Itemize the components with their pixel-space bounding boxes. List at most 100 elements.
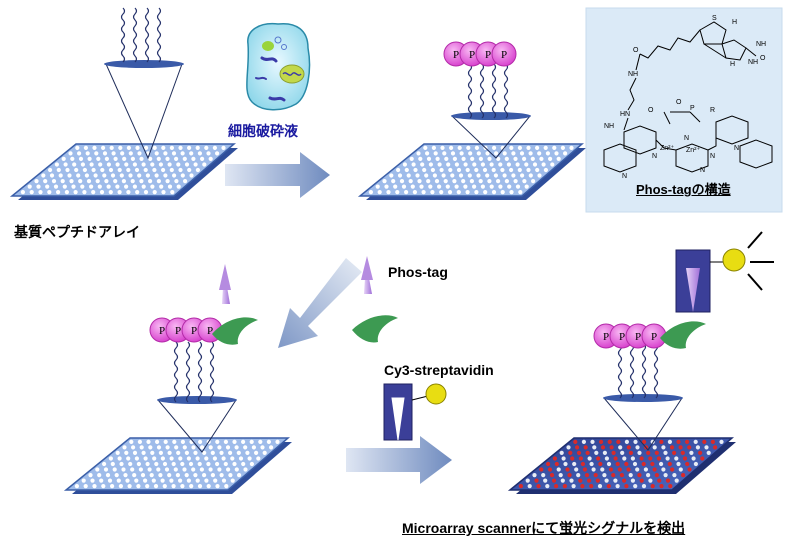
array-spot [132,473,137,478]
signal-spot [630,478,636,483]
array-spot [413,167,418,173]
array-spot [38,190,43,195]
array-spot [420,162,425,167]
array-spot [94,151,99,156]
array-spot [230,456,235,461]
signal-spot [650,484,655,489]
svg-text:N: N [710,153,715,160]
array-spot [200,445,205,450]
phospho-letter: P [651,331,657,343]
array-spot [509,145,514,150]
array-spot [135,190,140,195]
array-spot [241,439,246,444]
array-spot [539,156,544,161]
array-spot [56,167,61,173]
array-spot [113,156,118,161]
array-spot [167,450,172,455]
array-spot [461,179,466,184]
signal-spot [573,439,578,444]
signal-spot [632,461,638,467]
array-spot [178,456,183,461]
array-spot [144,145,149,150]
array-spot [396,167,401,173]
array-spot [522,179,527,184]
svg-text:NH: NH [604,123,614,130]
array-spot [165,445,170,450]
signal-spot [693,439,698,444]
array-spot [110,484,115,489]
array-spot [467,173,472,178]
signal-spot [639,456,644,461]
svg-text:O: O [648,107,654,114]
array-spot [174,445,179,450]
array-spot [509,167,514,173]
array-spot [199,467,204,472]
signal-spot [611,473,616,478]
svg-text:Zn²⁺: Zn²⁺ [660,145,675,152]
array-spot [91,167,96,173]
array-spot [182,445,187,450]
array-spot [78,179,83,184]
array-spot [530,156,535,161]
array-spot [412,190,417,195]
array-spot [569,145,574,150]
array-spot [145,484,150,489]
array-spot [404,190,409,195]
signal-spot [669,445,675,450]
array-spot [169,167,174,173]
array-spot [97,184,102,189]
array-spot [148,179,153,184]
signal-spot [681,473,686,478]
array-spot [165,156,170,161]
array-spot [116,478,121,483]
array-spot [89,184,94,189]
array-spot [243,467,248,472]
signal-spot [552,456,558,461]
array-spot [202,473,207,478]
array-spot [208,156,213,161]
signal-spot [622,478,627,483]
signal-spot [545,484,550,489]
svg-text:S: S [712,15,717,22]
array-spot [150,184,155,189]
signal-spot [654,473,660,478]
signal-spot [672,450,677,455]
array-spot [444,156,449,161]
array-spot [545,151,551,156]
signal-spot [635,467,640,472]
array-spot [62,184,67,189]
peptide-array-plate-1 [9,143,238,200]
array-spot [156,467,161,472]
array-spot [141,450,146,455]
signal-spot [628,450,634,455]
array-spot [193,162,198,167]
array-spot [108,456,113,461]
array-spot [515,162,520,167]
array-spot [224,484,229,489]
signal-spot [585,450,590,455]
signal-spot [607,439,612,444]
svg-text:N: N [700,167,705,174]
array-spot [487,156,492,161]
array-spot [531,179,536,184]
signal-spot [570,456,575,461]
array-spot [130,156,135,161]
array-spot [515,184,521,189]
array-spot [426,156,432,161]
signal-spot [575,445,580,450]
array-spot [243,445,248,450]
array-spot [472,162,477,167]
array-spot [171,484,176,489]
array-spot [520,173,525,178]
array-spot [269,445,274,450]
array-spot [410,184,415,189]
signal-spot [691,456,696,461]
array-spot [189,484,194,489]
array-spot [377,190,382,195]
array-spot [210,473,215,478]
signal-spot [668,484,673,489]
signal-spot [613,456,618,461]
array-spot [43,179,48,184]
array-spot [74,484,79,489]
peptide-strand [120,7,126,63]
